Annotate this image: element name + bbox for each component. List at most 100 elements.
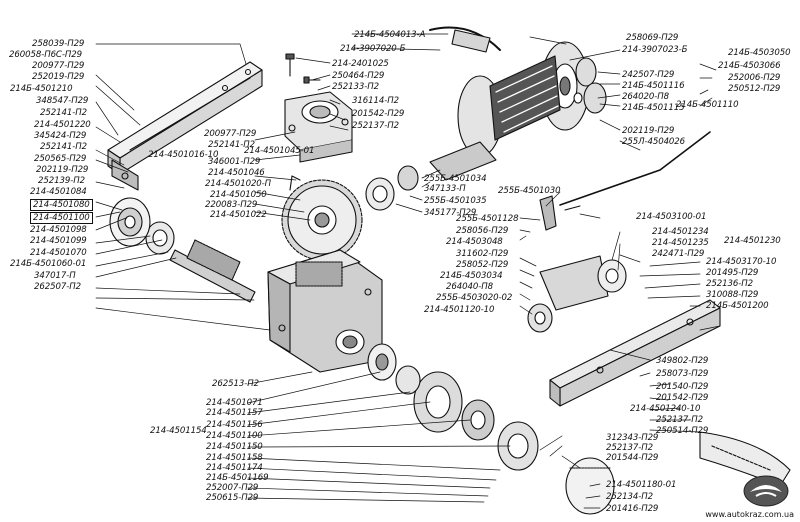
kraz-logo-icon bbox=[743, 475, 789, 507]
part-label: 214-4501020-П bbox=[205, 179, 272, 189]
part-label: 347133-П bbox=[424, 184, 466, 194]
part-label: 255Б-4501128 bbox=[456, 214, 519, 224]
part-label: 242507-П29 bbox=[622, 70, 675, 80]
part-label: 260058-П6С-П29 bbox=[9, 50, 82, 60]
part-label: 214Б-4504013-А bbox=[354, 30, 426, 40]
part-label: 252137-П2 bbox=[606, 443, 653, 453]
part-label: 255Б-4501034 bbox=[424, 174, 487, 184]
part-label: 214-4501154 bbox=[150, 426, 207, 436]
part-label: 311602-П29 bbox=[456, 249, 509, 259]
part-label: 214-4501084 bbox=[30, 187, 87, 197]
part-label: 202119-П29 bbox=[36, 165, 89, 175]
part-label: 255Б-4501035 bbox=[424, 196, 487, 206]
lower-stand bbox=[699, 431, 791, 487]
part-label: 214Б-4501116 bbox=[622, 81, 685, 91]
leader-lines bbox=[95, 33, 721, 509]
part-label: 242471-П29 bbox=[652, 249, 705, 259]
part-label: 201542-П29 bbox=[656, 393, 709, 403]
brake-lever-assembly bbox=[527, 195, 627, 333]
input-shaft bbox=[109, 197, 256, 303]
part-label: 250514-П29 bbox=[656, 426, 709, 436]
part-label: 214-4501120-10 bbox=[424, 305, 495, 315]
part-label: 255Б-4503020-02 bbox=[436, 293, 513, 303]
gearbox-housing bbox=[267, 249, 383, 373]
part-label: 214-4501235 bbox=[652, 238, 709, 248]
part-label: 202119-П29 bbox=[622, 126, 675, 136]
part-label: 214-4501098 bbox=[30, 225, 87, 235]
part-label: 252141-П2 bbox=[40, 142, 87, 152]
part-label: 201542-П29 bbox=[352, 109, 405, 119]
part-label: 346001-П29 bbox=[208, 157, 261, 167]
part-label: 214-4501158 bbox=[206, 453, 263, 463]
part-label: 214Б-4501110 bbox=[676, 100, 739, 110]
part-label: 214-4501016-10 bbox=[148, 150, 219, 160]
part-label: 214-4501240-10 bbox=[630, 404, 701, 414]
part-label: 252007-П29 bbox=[206, 483, 259, 493]
part-label: 214-3907020-Б bbox=[340, 44, 406, 54]
part-label-boxed: 214-4501080 bbox=[30, 199, 93, 211]
top-bolts bbox=[285, 53, 321, 84]
operating-rod bbox=[559, 131, 711, 211]
part-label: 214-4501174 bbox=[206, 463, 263, 473]
intermediate-shaft bbox=[365, 141, 497, 211]
part-label: 255Л-4504026 bbox=[622, 137, 686, 147]
part-label: 214-4501070 bbox=[30, 248, 87, 258]
part-label: 201416-П29 bbox=[606, 504, 659, 514]
brand-url: www.autokraz.com.ua bbox=[705, 510, 794, 519]
part-label: 214-4501156 bbox=[206, 420, 263, 430]
part-label: 201495-П29 bbox=[706, 268, 759, 278]
part-label: 214Б-4501210 bbox=[10, 84, 73, 94]
part-label: 200977-П29 bbox=[204, 129, 257, 139]
part-label: 347017-П bbox=[34, 271, 76, 281]
part-label: 214-4501050 bbox=[210, 190, 267, 200]
part-label: 252133-П2 bbox=[332, 82, 379, 92]
part-label: 316114-П2 bbox=[352, 96, 399, 106]
part-label: 214-4501234 bbox=[652, 227, 709, 237]
brake-bushings bbox=[573, 57, 607, 114]
part-label: 262507-П2 bbox=[34, 282, 81, 292]
part-label: 252134-П2 bbox=[606, 492, 653, 502]
part-label: 310088-П29 bbox=[706, 290, 759, 300]
main-gear bbox=[281, 175, 363, 261]
part-label: 214-4503048 bbox=[446, 237, 503, 247]
part-label: 214-4501099 bbox=[30, 236, 87, 246]
clutch-drums bbox=[367, 343, 539, 471]
part-label: 214-4501230 bbox=[724, 236, 781, 246]
part-label: 214-4501150 bbox=[206, 442, 263, 452]
part-label: 252136-П2 bbox=[706, 279, 753, 289]
part-label: 258039-П29 bbox=[32, 39, 85, 49]
part-label: 214Б-4501060-01 bbox=[10, 259, 87, 269]
part-label: 214Б-4501115 bbox=[622, 103, 685, 113]
part-label: 214-3907023-Б bbox=[622, 45, 688, 55]
part-label: 264040-П8 bbox=[446, 282, 493, 292]
part-label: 214-2401025 bbox=[332, 59, 389, 69]
part-label: 258069-П29 bbox=[626, 33, 679, 43]
part-label: 312343-П29 bbox=[606, 433, 659, 443]
part-label: 214-4501022 bbox=[210, 210, 267, 220]
part-label: 250565-П29 bbox=[34, 154, 87, 164]
part-label: 258056-П29 bbox=[456, 226, 509, 236]
part-label: 214-4501157 bbox=[206, 408, 263, 418]
part-label: 250512-П29 bbox=[728, 84, 781, 94]
part-label: 214-4501180-01 bbox=[606, 480, 677, 490]
support-bracket-left bbox=[107, 61, 263, 191]
part-label: 214Б-4503066 bbox=[718, 61, 781, 71]
part-label: 252006-П29 bbox=[728, 73, 781, 83]
part-label: 258052-П29 bbox=[456, 260, 509, 270]
part-label: 214-4501220 bbox=[34, 120, 91, 130]
part-label: 258073-П29 bbox=[656, 369, 709, 379]
part-label: 252019-П29 bbox=[32, 72, 85, 82]
part-label: 214Б-4503034 bbox=[440, 271, 503, 281]
base-plate-right bbox=[549, 299, 721, 407]
part-label: 252139-П2 bbox=[38, 176, 85, 186]
part-label: 252141-П2 bbox=[40, 108, 87, 118]
part-label: 214Б-4503050 bbox=[728, 48, 791, 58]
part-label: 348547-П29 bbox=[36, 96, 89, 106]
part-label: 220083-П29 bbox=[205, 200, 258, 210]
part-label: 255Б-4501030 bbox=[498, 186, 561, 196]
rope-drum bbox=[429, 26, 590, 157]
part-label: 252137-П2 bbox=[656, 415, 703, 425]
part-label: 252137-П2 bbox=[352, 121, 399, 131]
